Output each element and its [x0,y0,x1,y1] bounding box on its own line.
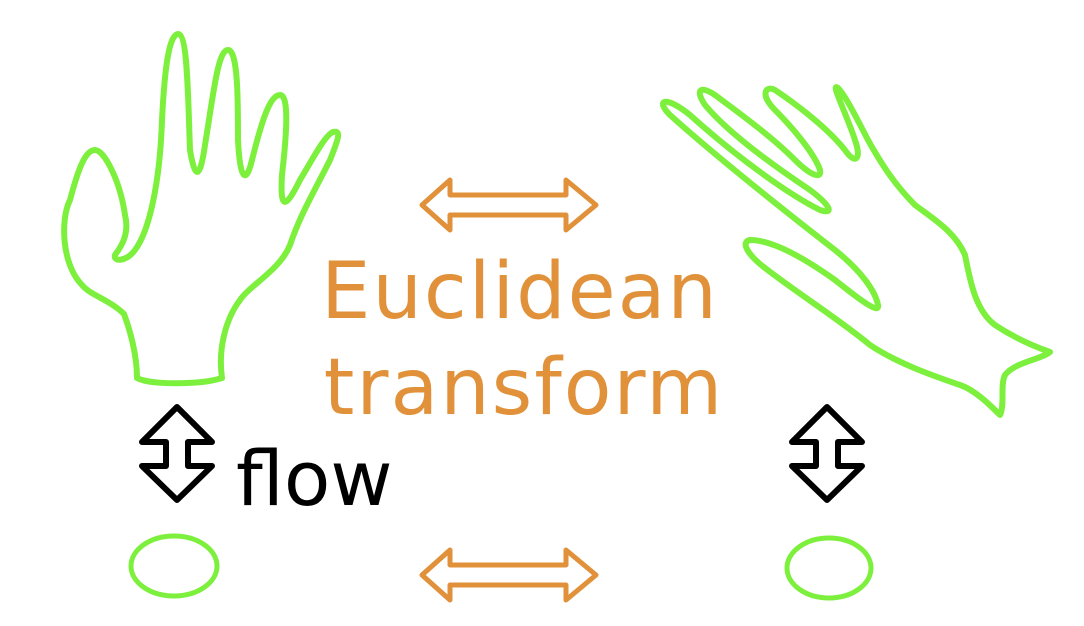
transform-label-line2: transform [324,343,724,433]
transform-label-line1: Euclidean [321,247,719,337]
left-vertical-double-arrow-icon [139,404,215,503]
right-vertical-double-arrow-icon [789,404,865,503]
bottom-double-arrow-icon [419,547,599,603]
right-hand-icon [659,84,1053,418]
left-circle-icon [128,533,220,599]
left-hand-icon [61,31,342,387]
right-circle-icon [784,535,874,601]
flow-label: flow [236,434,393,523]
top-double-arrow-icon [419,177,599,233]
